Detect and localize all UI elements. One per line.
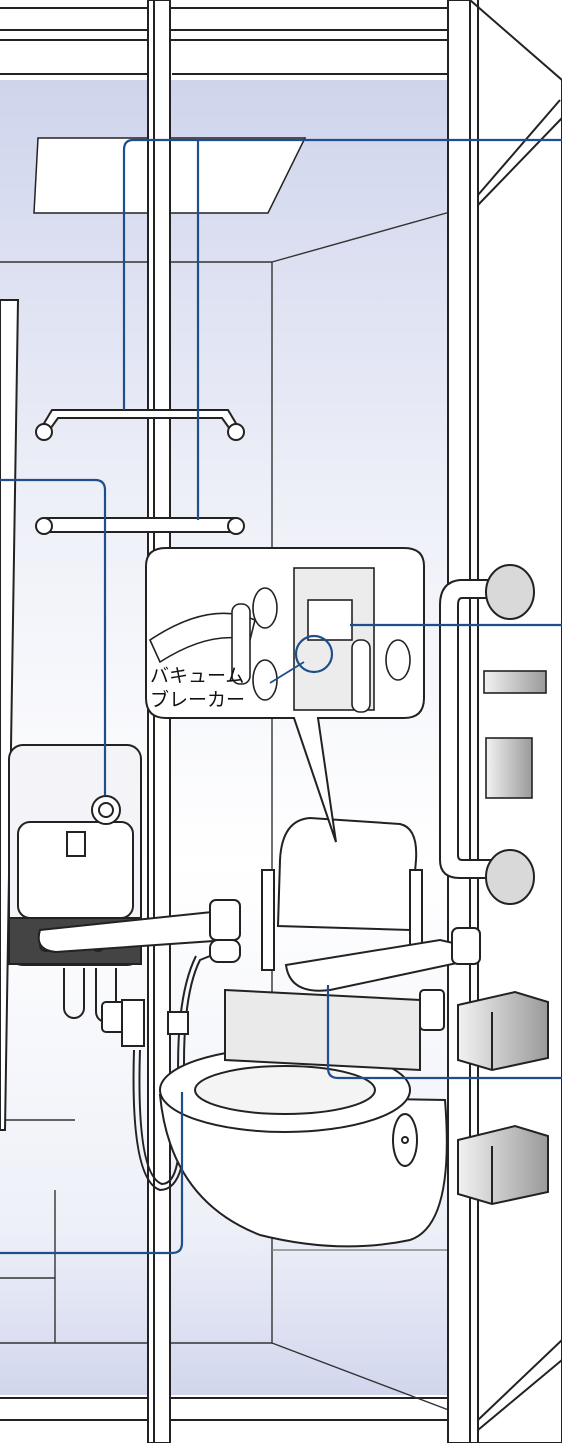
booth-pillar [148,0,170,1443]
vacuum-breaker-label-line2: ブレーカー [150,688,245,711]
vacuum-breaker-label-line1: バキューム [150,665,244,687]
side-door [448,0,562,1443]
middle-grab-bar [36,518,244,534]
